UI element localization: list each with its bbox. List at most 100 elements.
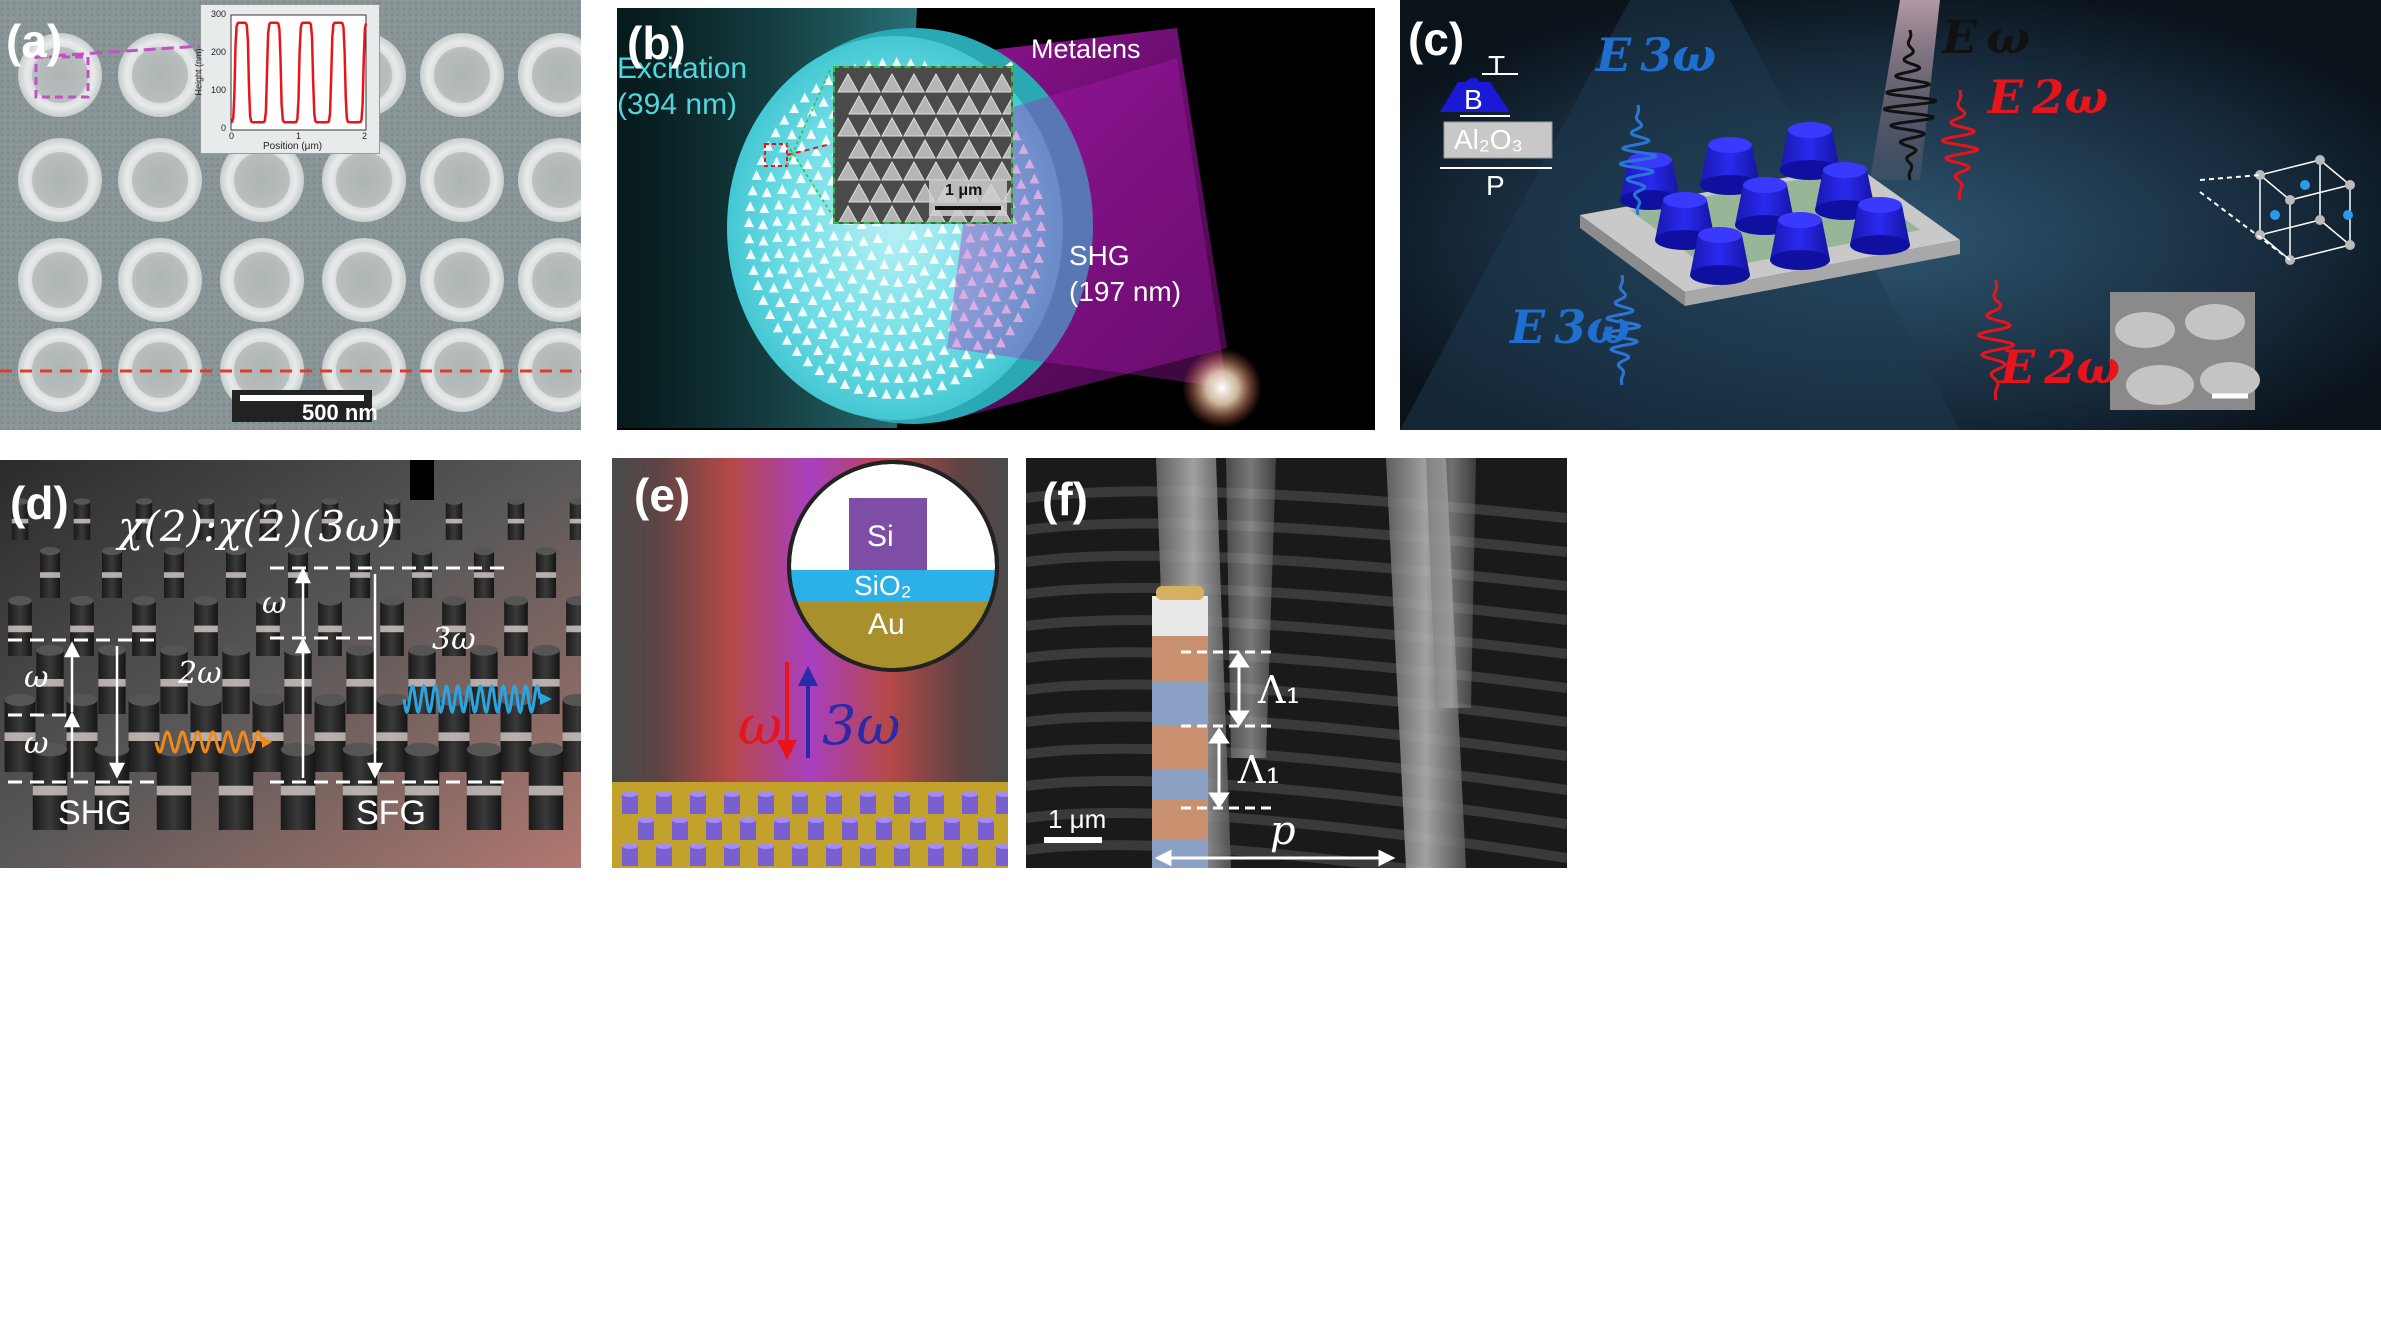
- omega-lower-label: ω: [24, 726, 49, 761]
- sio2-layer-label: SiO₂: [854, 570, 912, 601]
- panel-a-inset: 0 100 200 300 0 1 2 Position (μm) Height…: [194, 4, 380, 154]
- substrate-label: Al₂O₃: [1454, 124, 1523, 155]
- height-profile-curve: [230, 21, 368, 124]
- shg-process-label: SHG: [58, 794, 132, 832]
- excitation-wavelength: (394 nm): [617, 88, 738, 121]
- nanopillar: [792, 846, 808, 866]
- nanopillar: [944, 820, 960, 840]
- nanopillar: [656, 794, 672, 814]
- chi-cascade-formula: χ(2):χ(2)(3ω): [118, 502, 396, 551]
- nanopillar: [1850, 205, 1910, 245]
- e-3omega-bottom-label: E 3ω: [1510, 300, 1631, 354]
- e-2omega-top-label: E 2ω: [1988, 70, 2109, 124]
- shg-label: SHG: [1069, 240, 1130, 271]
- shg-wavelength: (197 nm): [1069, 276, 1182, 307]
- nanopillar: [928, 846, 944, 866]
- nanopillar: [656, 846, 672, 866]
- nanopillar: [622, 794, 638, 814]
- period-label: P: [1486, 170, 1505, 201]
- si-layer-label: Si: [867, 520, 894, 553]
- nanopillar: [894, 794, 910, 814]
- inset-xtick-1: 1: [296, 131, 302, 141]
- nanopillar: [758, 846, 774, 866]
- excitation-label: Excitation: [617, 52, 748, 85]
- inset-ytick-200: 200: [211, 47, 227, 57]
- nanopillar: [690, 846, 706, 866]
- three-omega-label: 3ω: [432, 622, 476, 657]
- nanopillar: [638, 820, 654, 840]
- nanopillar: [672, 820, 688, 840]
- sfg-process-label: SFG: [356, 794, 426, 832]
- nanopillar: [622, 846, 638, 866]
- nanopillar: [774, 820, 790, 840]
- nanopillar: [996, 846, 1008, 866]
- panel-c: (c) T B Al₂O₃ P E ω E 3ω E 2ω E 3ω E 2ω: [1400, 0, 2381, 430]
- nanopillar: [996, 794, 1008, 814]
- three-omega-emitted-label: 3ω: [822, 694, 901, 757]
- top-width-label: T: [1488, 50, 1506, 81]
- inset-xlabel: Position (μm): [263, 141, 323, 152]
- nanopillar: [1815, 170, 1875, 210]
- inset-xtick-0: 0: [229, 131, 235, 141]
- nanopillar: [724, 846, 740, 866]
- e-omega-label: E ω: [1942, 10, 2031, 64]
- inset-ytick-300: 300: [211, 9, 227, 19]
- nanopillar: [962, 846, 978, 866]
- panel-c-label: (c): [1408, 13, 1465, 65]
- panel-a: (a) 500 nm 0 100 200 300 0 1 2 Position …: [0, 0, 581, 430]
- period-lambda-upper-label: Λ₁: [1258, 668, 1301, 712]
- nanopillar: [1735, 185, 1795, 225]
- nanopillar: [706, 820, 722, 840]
- omega-incident-label: ω: [738, 694, 783, 757]
- nanopillar: [826, 794, 842, 814]
- panel-d: (d) χ(2):χ(2)(3ω) ω ω 2ω ω 3ω SHG SFG: [0, 460, 581, 1318]
- inset-ytick-100: 100: [211, 85, 227, 95]
- nanopillar: [758, 794, 774, 814]
- panel-a-label: (a): [6, 15, 63, 67]
- pitch-label: p: [1270, 808, 1296, 854]
- nanowire-sem-image: [1026, 458, 1567, 868]
- triangle-nanostructure-sem: [835, 68, 1011, 222]
- sem-inset-scale-label: 1 μm: [945, 182, 983, 199]
- nanopillar: [826, 846, 842, 866]
- bottom-width-label: B: [1464, 84, 1483, 115]
- nanopillar: [842, 820, 858, 840]
- nanopillar: [928, 794, 944, 814]
- nanopillar-thg-illustration: [1400, 0, 2381, 430]
- panel-e: (e) Si SiO₂ Au ω 3ω: [612, 458, 1008, 868]
- nanopillar: [1780, 130, 1840, 170]
- nanopillar: [690, 794, 706, 814]
- metalens-sem-inset: 1 μm: [833, 66, 1013, 224]
- nanopillar: [724, 794, 740, 814]
- nanopillar: [978, 820, 994, 840]
- nanopillar: [740, 820, 756, 840]
- nanopillar: [894, 846, 910, 866]
- omega-sfg-label: ω: [262, 586, 287, 621]
- nanowire-scale-bar-label: 1 μm: [1048, 804, 1107, 834]
- height-profile-plot: [230, 14, 368, 131]
- panel-f: (f) Λ₁ Λ₁ 1 μm p: [1026, 458, 1567, 868]
- nanopillar: [1700, 145, 1760, 185]
- e-3omega-top-label: E 3ω: [1596, 28, 1717, 82]
- panel-a-scale-bar-label: 500 nm: [302, 400, 378, 425]
- nanopillar: [876, 820, 892, 840]
- panel-f-label: (f): [1042, 473, 1088, 525]
- panel-b-label: (b): [627, 17, 686, 69]
- panel-d-label: (d): [10, 477, 69, 529]
- inset-ylabel: Height (nm): [193, 48, 204, 96]
- nanopillar: [860, 794, 876, 814]
- panel-e-label: (e): [634, 469, 691, 521]
- nanopillar: [910, 820, 926, 840]
- thg-metasurface-illustration: [612, 458, 1008, 868]
- nanopillar: [1620, 160, 1680, 200]
- e-2omega-bottom-label: E 2ω: [2000, 340, 2121, 394]
- au-layer-label: Au: [868, 608, 905, 641]
- nanopillar: [962, 794, 978, 814]
- omega-upper-label: ω: [24, 660, 49, 695]
- metalens-label: Metalens: [1031, 34, 1141, 64]
- inset-xtick-2: 2: [362, 131, 368, 141]
- nanopillar: [1770, 220, 1830, 260]
- sfg-energy-diagram-illustration: [0, 460, 581, 868]
- nanopillar: [1655, 200, 1715, 240]
- panel-b: (b) Excitation (394 nm) Metalens SHG (19…: [617, 8, 1375, 430]
